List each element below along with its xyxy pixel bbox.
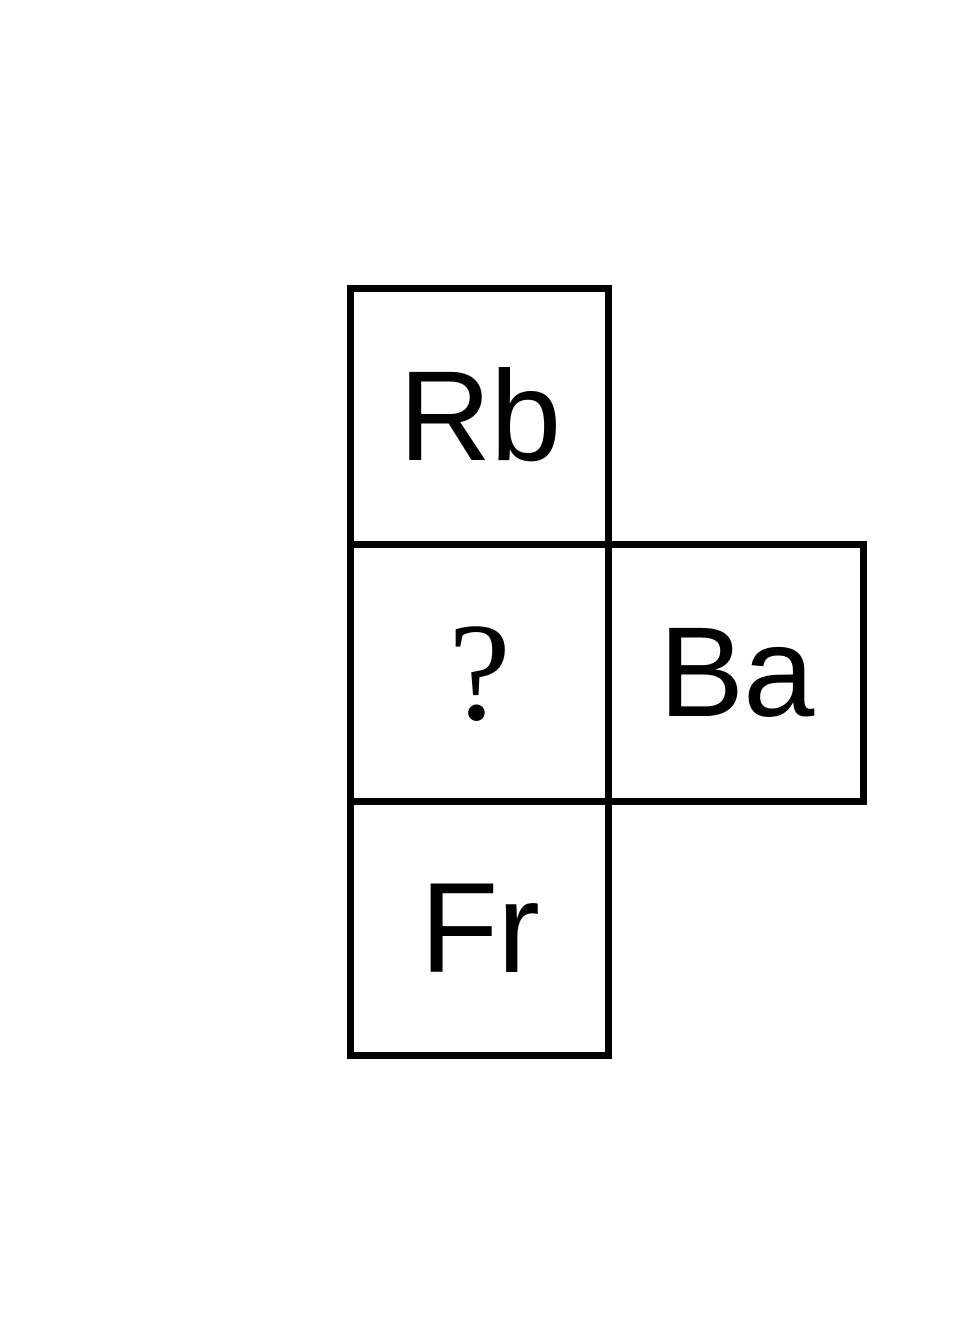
element-symbol-rb: Rb bbox=[398, 344, 562, 488]
element-symbol-fr: Fr bbox=[420, 856, 540, 1000]
element-cell-rb: Rb bbox=[347, 285, 612, 548]
element-cell-unknown: ? bbox=[347, 541, 612, 805]
element-symbol-ba: Ba bbox=[658, 601, 815, 744]
element-cell-fr: Fr bbox=[347, 798, 612, 1059]
unknown-element-symbol: ? bbox=[448, 595, 511, 750]
element-cell-ba: Ba bbox=[605, 541, 867, 805]
